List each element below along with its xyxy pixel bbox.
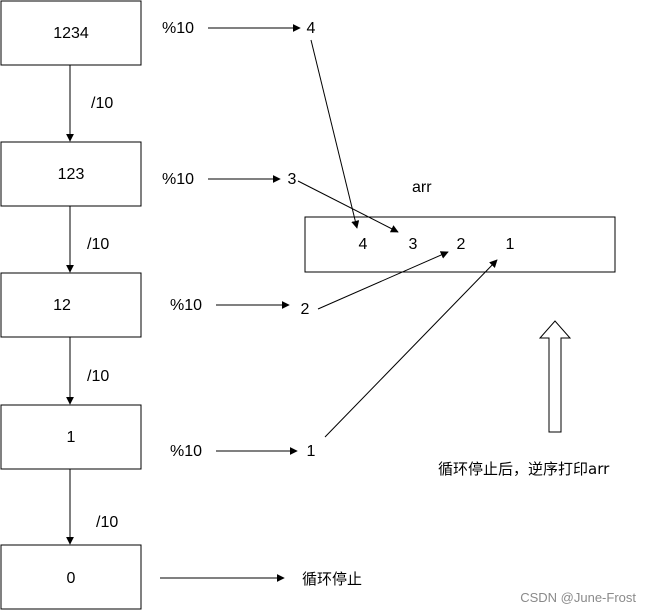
mod-label: %10 (170, 443, 202, 460)
value-box-12: 12 (0, 272, 142, 338)
digit-label: 3 (288, 171, 297, 188)
mod-label: %10 (162, 20, 194, 37)
mod-label: %10 (170, 297, 202, 314)
array-cell: 4 (359, 236, 368, 253)
value-box-label: 1234 (53, 25, 89, 42)
divide-label: /10 (91, 95, 113, 112)
array-cell: 2 (457, 236, 466, 253)
value-box-1234: 1234 (0, 0, 142, 66)
value-box-0: 0 (0, 544, 142, 610)
watermark: CSDN @June-Frost (520, 590, 636, 605)
reverse-print-note: 循环停止后，逆序打印arr (438, 460, 610, 478)
value-box-label: 0 (67, 570, 76, 587)
store-arrow (297, 180, 399, 233)
array-title: arr (412, 179, 432, 196)
value-box-label: 123 (58, 166, 85, 183)
array-cell: 1 (506, 236, 515, 253)
store-arrow (324, 259, 498, 438)
divide-label: /10 (96, 514, 118, 531)
reverse-up-arrow-icon (538, 320, 572, 433)
mod-label: %10 (162, 171, 194, 188)
stop-label: 循环停止 (302, 570, 362, 588)
value-box-1: 1 (0, 404, 142, 470)
value-box-label: 1 (67, 429, 76, 446)
digit-label: 4 (307, 20, 316, 37)
store-arrow (317, 251, 449, 310)
digit-label: 1 (307, 443, 316, 460)
divide-label: /10 (87, 236, 109, 253)
digit-label: 2 (301, 301, 310, 318)
store-arrow (310, 39, 360, 229)
value-box-123: 123 (0, 141, 142, 207)
value-box-label: 12 (53, 297, 71, 314)
array-cell: 3 (409, 236, 418, 253)
divide-label: /10 (87, 368, 109, 385)
